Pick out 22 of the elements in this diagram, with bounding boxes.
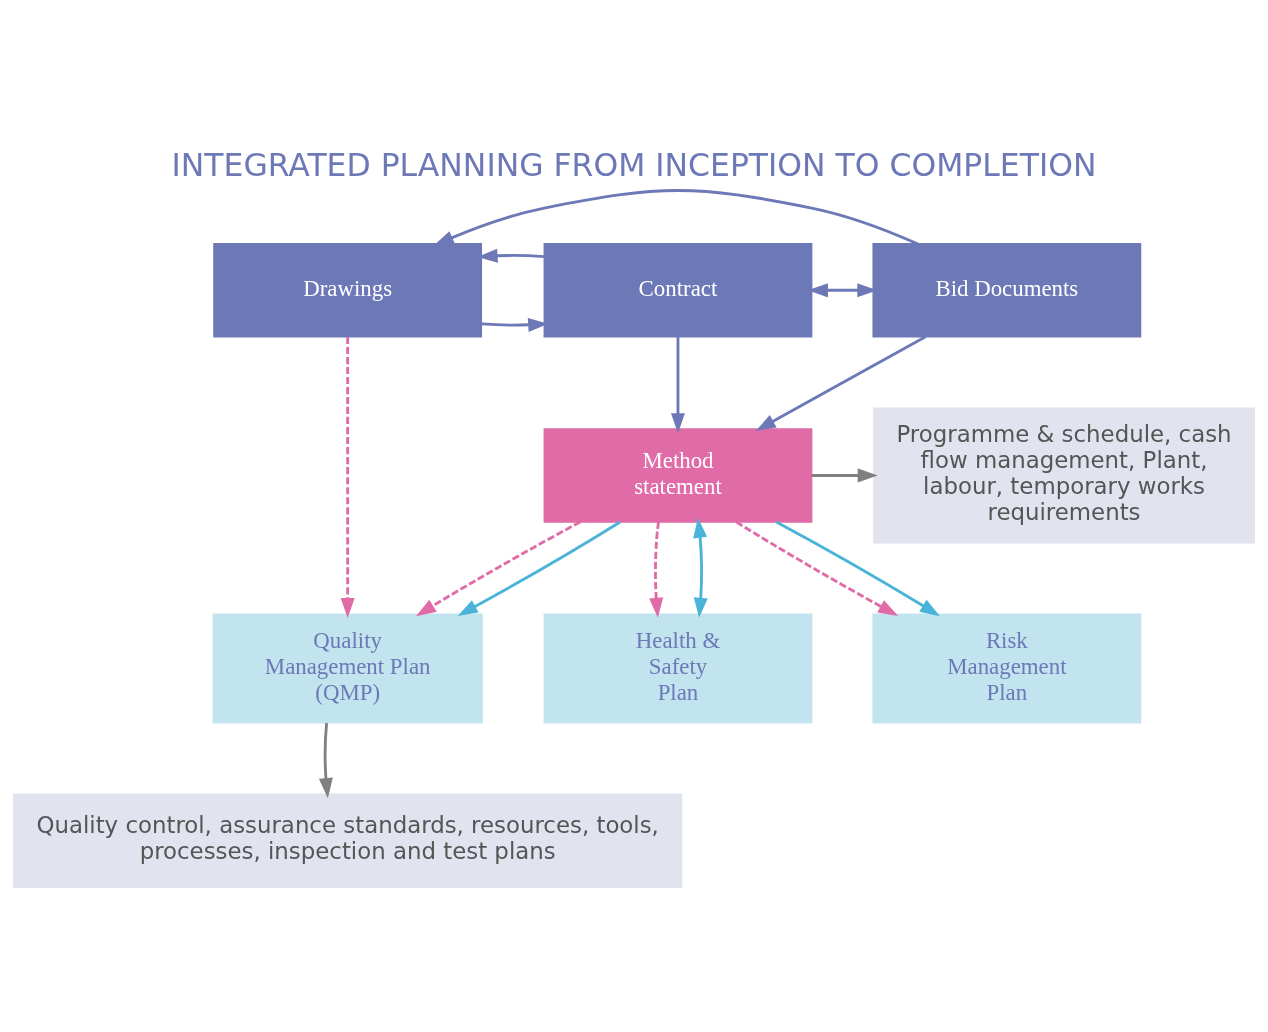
arrow (755, 335, 927, 431)
node-box: Quality Management Plan (QMP) (212, 613, 483, 724)
diagram-title: INTEGRATED PLANNING FROM INCEPTION TO COMPLETION (171, 146, 1097, 183)
node-box: Risk Management Plan (872, 613, 1142, 724)
node-box: Bid Documents (872, 243, 1142, 338)
arrow (693, 517, 708, 618)
node-box: Quality control, assurance standards, resources, tools, processes, inspection and test plans (13, 793, 683, 888)
arrow (735, 520, 899, 616)
arrow (340, 337, 355, 619)
arrow (670, 336, 685, 434)
arrow (457, 520, 621, 616)
arrow (415, 520, 581, 617)
node-box: Programme & schedule, cash flow management, Plant, labour, temporary works requirements (873, 407, 1255, 544)
arrow (433, 189, 918, 246)
node-box: Contract (543, 243, 813, 338)
node-box: Drawings (213, 243, 483, 338)
node-box: Health & Safety Plan (543, 613, 813, 724)
arrow (318, 722, 333, 799)
arrow (649, 521, 664, 618)
arrow (775, 520, 940, 617)
arrow (811, 468, 878, 483)
node-box: Method statement (543, 428, 813, 523)
